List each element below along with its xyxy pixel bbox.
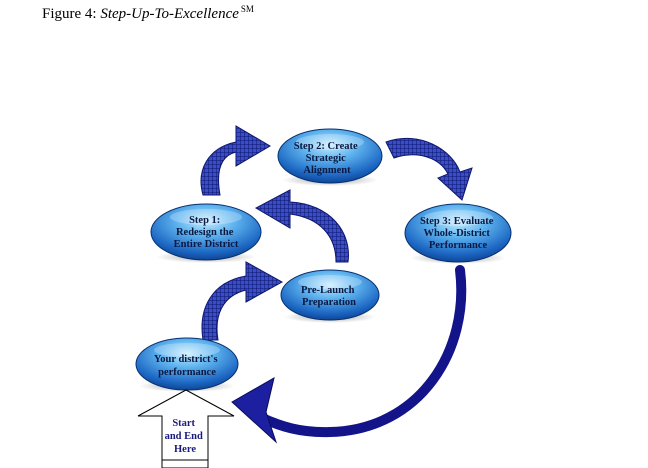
start-end-label: Start and End Here	[165, 418, 206, 455]
start-end-arrow: Start and End Here	[137, 389, 235, 468]
arrow-prelaunch-to-step1	[254, 189, 349, 263]
node-step2: Step 2: Create Strategic Alignment	[277, 128, 383, 186]
node-step1-line-3: Entire District	[174, 239, 239, 250]
caption-title: Step-Up-To-Excellence	[100, 6, 239, 22]
arrow-step1-to-step2	[200, 125, 271, 196]
arrow-return-to-start	[231, 265, 467, 444]
service-mark: SM	[240, 4, 254, 14]
node-performance-label: Your district's performance	[154, 354, 220, 378]
node-step3-line-2: Whole-District	[423, 228, 490, 239]
node-step3-label: Step 3: Evaluate Whole-District Performa…	[420, 216, 496, 251]
node-performance: Your district's performance	[135, 337, 239, 392]
node-step3-line-3: Performance	[429, 240, 488, 251]
start-line-1: Start	[172, 418, 195, 429]
arrow-performance-to-prelaunch	[201, 261, 284, 341]
node-prelaunch-line-1: Pre-Launch	[301, 285, 355, 296]
node-step1-line-1: Step 1:	[189, 215, 220, 226]
node-step1: Step 1: Redesign the Entire District	[150, 203, 262, 263]
node-step1-label: Step 1: Redesign the Entire District	[174, 215, 239, 250]
node-step2-line-1: Step 2: Create	[294, 141, 358, 152]
node-prelaunch: Pre-Launch Preparation	[280, 269, 380, 323]
node-step3-line-1: Step 3: Evaluate	[420, 216, 494, 227]
arrow-step2-to-step3	[385, 137, 473, 201]
caption-prefix: Figure 4:	[42, 6, 101, 22]
node-step2-line-3: Alignment	[303, 165, 351, 176]
node-step2-label: Step 2: Create Strategic Alignment	[294, 141, 361, 176]
start-line-2: and End	[165, 431, 203, 442]
node-step3: Step 3: Evaluate Whole-District Performa…	[404, 203, 512, 264]
start-line-3: Here	[174, 444, 196, 455]
node-performance-line-1: Your district's	[154, 354, 218, 365]
node-step1-line-2: Redesign the	[176, 227, 234, 238]
node-prelaunch-line-2: Preparation	[302, 297, 356, 308]
node-performance-line-2: performance	[158, 367, 216, 378]
node-step2-line-2: Strategic	[306, 153, 347, 164]
node-prelaunch-label: Pre-Launch Preparation	[301, 285, 357, 308]
